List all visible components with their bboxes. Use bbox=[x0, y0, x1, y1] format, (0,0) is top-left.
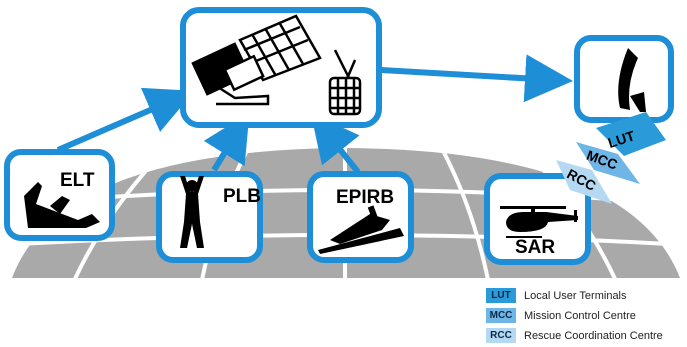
legend-row-lut: LUT Local User Terminals bbox=[486, 287, 686, 304]
dish-antenna-icon bbox=[618, 48, 646, 112]
sinking-ship-icon bbox=[318, 205, 404, 254]
plb-label: PLB bbox=[223, 186, 261, 207]
legend-row-rcc: RCC Rescue Coordination Centre bbox=[486, 327, 686, 344]
helicopter-icon bbox=[500, 206, 578, 238]
lut-chevron: LUT bbox=[596, 112, 666, 156]
elt-node: ELT bbox=[4, 149, 115, 241]
plb-node: PLB bbox=[156, 171, 263, 263]
legend-text-rcc: Rescue Coordination Centre bbox=[524, 329, 663, 342]
legend-text-lut: Local User Terminals bbox=[524, 289, 627, 302]
elt-label: ELT bbox=[60, 170, 95, 191]
cospas-sarsat-diagram: ELT PLB EPIRB SAR bbox=[4, 7, 680, 278]
epirb-node: EPIRB bbox=[307, 171, 414, 263]
sar-label: SAR bbox=[515, 237, 555, 258]
epirb-label: EPIRB bbox=[336, 187, 394, 208]
person-icon bbox=[180, 176, 204, 248]
legend-row-mcc: MCC Mission Control Centre bbox=[486, 307, 686, 324]
satellite-icon bbox=[191, 14, 362, 116]
legend: LUT Local User Terminals MCC Mission Con… bbox=[486, 287, 686, 347]
legend-text-mcc: Mission Control Centre bbox=[524, 309, 636, 322]
ground-station-node bbox=[574, 35, 674, 123]
legend-code-mcc: MCC bbox=[486, 308, 516, 323]
satellite-node bbox=[180, 7, 382, 128]
legend-code-rcc: RCC bbox=[486, 328, 516, 343]
crashed-plane-icon bbox=[24, 182, 100, 228]
sar-node: SAR bbox=[484, 173, 591, 265]
rcc-chevron: RCC bbox=[556, 160, 612, 204]
legend-code-lut: LUT bbox=[486, 288, 516, 303]
signal-arrows bbox=[56, 54, 573, 174]
